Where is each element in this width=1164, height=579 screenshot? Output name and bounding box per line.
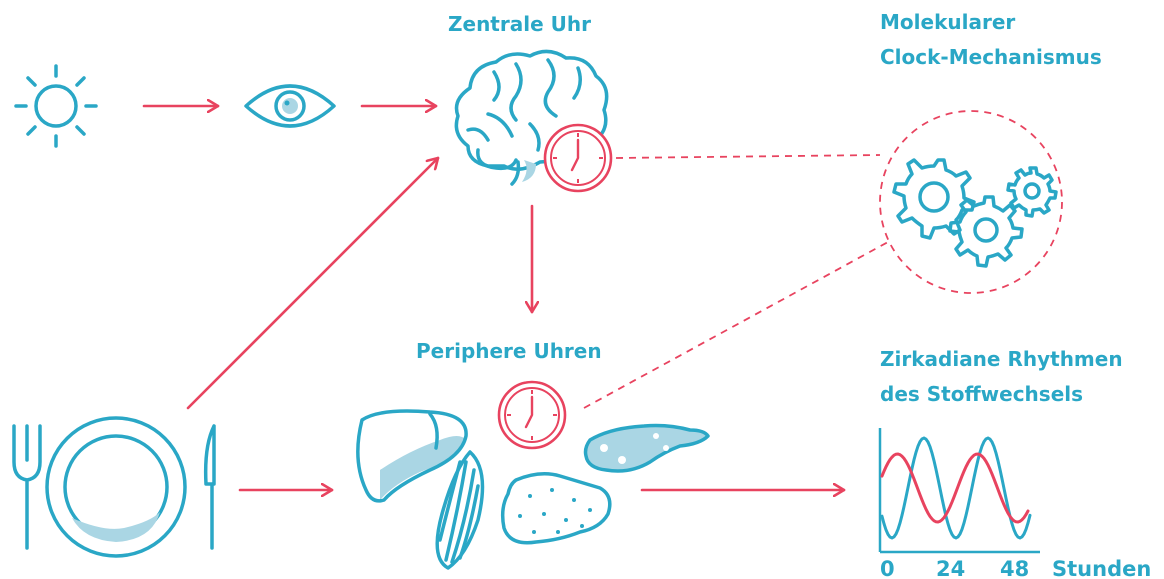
peripheral-clock-icon <box>499 382 565 448</box>
fork-icon <box>14 426 40 548</box>
rhythms-label-line1: Zirkadiane Rhythmen <box>880 347 1123 371</box>
sun-icon <box>16 66 96 146</box>
x-tick-0: 0 <box>880 557 895 579</box>
muscle-icon <box>437 452 482 568</box>
clock-icon <box>545 125 611 191</box>
peripheral-clocks-label: Periphere Uhren <box>416 339 602 363</box>
arrow-food-to-brain <box>188 158 438 408</box>
rhythms-label-line2: des Stoffwechsels <box>880 382 1083 406</box>
molecular-label-line2: Clock-Mechanismus <box>880 45 1102 69</box>
arrows <box>144 106 844 490</box>
knife-icon <box>206 426 214 548</box>
rhythm-chart: 0 24 48 Stunden <box>880 428 1151 579</box>
plate-icon <box>47 418 185 556</box>
x-tick-48: 48 <box>1000 557 1029 579</box>
eye-icon <box>246 86 334 126</box>
fat-tissue-icon <box>503 474 610 543</box>
dashed-link-central-to-molecular <box>616 155 880 158</box>
dashed-link-peripheral-to-molecular <box>584 242 888 408</box>
gears-icon <box>880 111 1062 293</box>
x-tick-24: 24 <box>936 557 965 579</box>
molecular-label-line1: Molekularer <box>880 10 1015 34</box>
central-clock-label: Zentrale Uhr <box>448 12 591 36</box>
pancreas-icon <box>586 426 709 472</box>
x-unit-label: Stunden <box>1052 557 1151 579</box>
